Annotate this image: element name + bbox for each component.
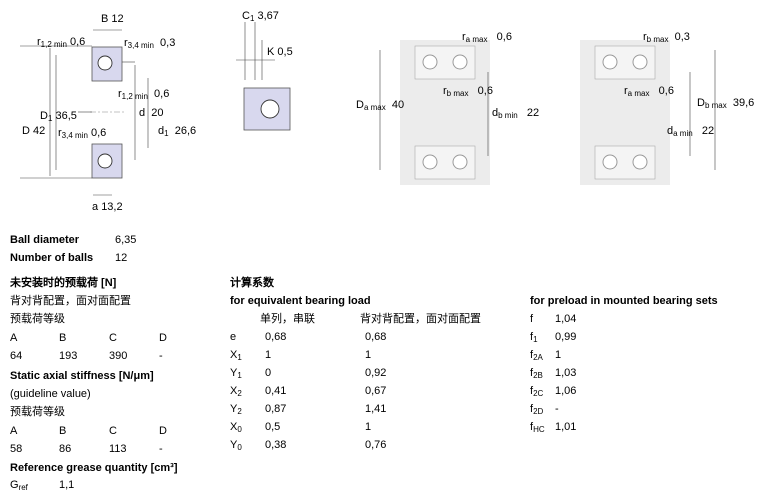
mounted-value: 1,04 — [555, 313, 577, 325]
preload-header-d: D — [159, 332, 167, 344]
mounted-value: - — [555, 403, 559, 415]
equiv-load-title: for equivalent bearing load — [230, 295, 371, 307]
stiffness-note: (guideline value) — [10, 388, 91, 400]
calc-col1-header: 单列，串联 — [260, 313, 315, 325]
mounted-sym: fHC — [530, 421, 545, 434]
calc-col2-header: 背对背配置，面对面配置 — [360, 313, 481, 325]
preload-value-d: - — [159, 350, 163, 362]
calc-v1: 1 — [265, 349, 272, 361]
dim-k: K 0,5 — [267, 46, 293, 58]
calc-sym: Y2 — [230, 403, 242, 416]
calc-v1: 0,68 — [265, 331, 287, 343]
mounting-drawing-2 — [580, 40, 716, 185]
stiffness-value-b: 86 — [59, 443, 72, 455]
dim-da-max: Da max 40 — [356, 99, 405, 112]
preload-header-a: A — [10, 332, 18, 344]
ball-diameter-label: Ball diameter — [10, 234, 80, 246]
stiffness-title: Static axial stiffness [N/μm] — [10, 370, 154, 382]
dim-r12-inner: r1,2 min 0,6 — [118, 88, 170, 101]
dim-a: a 13,2 — [92, 201, 123, 213]
stiffness-class-label: 预载荷等级 — [10, 406, 65, 418]
bearing-drawings — [20, 22, 716, 196]
grease-symbol: Gref — [10, 479, 28, 492]
grease-title: Reference grease quantity [cm³] — [10, 462, 178, 474]
mounted-sets-title: for preload in mounted bearing sets — [530, 295, 718, 307]
calc-v1: 0,87 — [265, 403, 287, 415]
stiffness-value-c: 113 — [109, 443, 127, 455]
preload-value-a: 64 — [10, 350, 23, 362]
calc-sym: Y1 — [230, 367, 242, 380]
mounted-sym: f1 — [530, 331, 538, 344]
ball-diameter-value: 6,35 — [115, 234, 137, 246]
preload-value-c: 390 — [109, 350, 128, 362]
dim-c1: C1 3,67 — [242, 10, 279, 23]
stiffness-value-d: - — [159, 443, 163, 455]
calc-title: 计算系数 — [230, 277, 274, 289]
calc-sym: X2 — [230, 385, 242, 398]
dim-db-min: db min 22 — [492, 107, 540, 120]
calc-v2: 1 — [365, 421, 372, 433]
mounted-value: 0,99 — [555, 331, 577, 343]
stiffness-header-a: A — [10, 425, 18, 437]
calc-sym: X1 — [230, 349, 242, 362]
mounted-value: 1,01 — [555, 421, 577, 433]
preload-title: 未安装时的预载荷 [N] — [10, 277, 117, 289]
number-of-balls-label: Number of balls — [10, 252, 94, 264]
dim-ra-max-2: ra max 0,6 — [624, 85, 674, 98]
dim-d1-inner: d1 26,6 — [158, 125, 197, 138]
preload-subtitle: 背对背配置，面对面配置 — [10, 295, 131, 307]
calc-v1: 0,5 — [265, 421, 281, 433]
stiffness-header-d: D — [159, 425, 167, 437]
stiffness-header-c: C — [109, 425, 117, 437]
stiffness-value-a: 58 — [10, 443, 23, 455]
bearing-section-drawing — [20, 29, 149, 196]
preload-value-b: 193 — [59, 350, 78, 362]
calc-v2: 0,76 — [365, 439, 387, 451]
mounted-sym: f2B — [530, 367, 543, 380]
mounted-value: 1,06 — [555, 385, 577, 397]
dim-d1-outer: D1 36,5 — [40, 110, 77, 123]
preload-class-label: 预载荷等级 — [10, 313, 65, 325]
grease-value: 1,1 — [59, 479, 75, 491]
ring-detail-drawing — [236, 22, 291, 131]
preload-header-b: B — [59, 332, 67, 344]
dim-r12: r1,2 min 0,6 — [37, 36, 86, 49]
calc-v1: 0,38 — [265, 439, 287, 451]
calc-v2: 0,92 — [365, 367, 387, 379]
dim-da-min: da min 22 — [667, 125, 715, 138]
dim-b: B 12 — [101, 13, 124, 25]
calc-v2: 0,68 — [365, 331, 387, 343]
mounted-sym: f2A — [530, 349, 543, 362]
calc-sym: X0 — [230, 421, 242, 434]
calc-sym: Y0 — [230, 439, 242, 452]
dim-r34-top: r3,4 min 0,3 — [124, 37, 176, 50]
dim-outer-d: D 42 — [22, 125, 46, 137]
dim-d: d 20 — [139, 107, 164, 119]
dim-db-max: Db max 39,6 — [697, 97, 755, 110]
number-of-balls-value: 12 — [115, 252, 128, 264]
calc-v2: 1 — [365, 349, 372, 361]
mounted-value: 1 — [555, 349, 562, 361]
calc-v2: 1,41 — [365, 403, 387, 415]
dim-ra-max-1: ra max 0,6 — [462, 31, 512, 44]
mounted-sym: f2D — [530, 403, 544, 416]
calc-sym: e — [230, 331, 237, 343]
calc-v1: 0,41 — [265, 385, 287, 397]
mounted-value: 1,03 — [555, 367, 577, 379]
preload-header-c: C — [109, 332, 117, 344]
stiffness-header-b: B — [59, 425, 67, 437]
dim-r34-bottom: r3,4 min 0,6 — [58, 127, 107, 140]
dim-rb-max-2: rb max 0,3 — [643, 31, 690, 44]
mounted-sym: f2C — [530, 385, 544, 398]
calc-v2: 0,67 — [365, 385, 387, 397]
calc-v1: 0 — [265, 367, 272, 379]
dim-rb-max-1: rb max 0,6 — [443, 85, 493, 98]
mounting-drawing-1 — [379, 40, 490, 185]
mounted-sym: f — [530, 313, 534, 325]
